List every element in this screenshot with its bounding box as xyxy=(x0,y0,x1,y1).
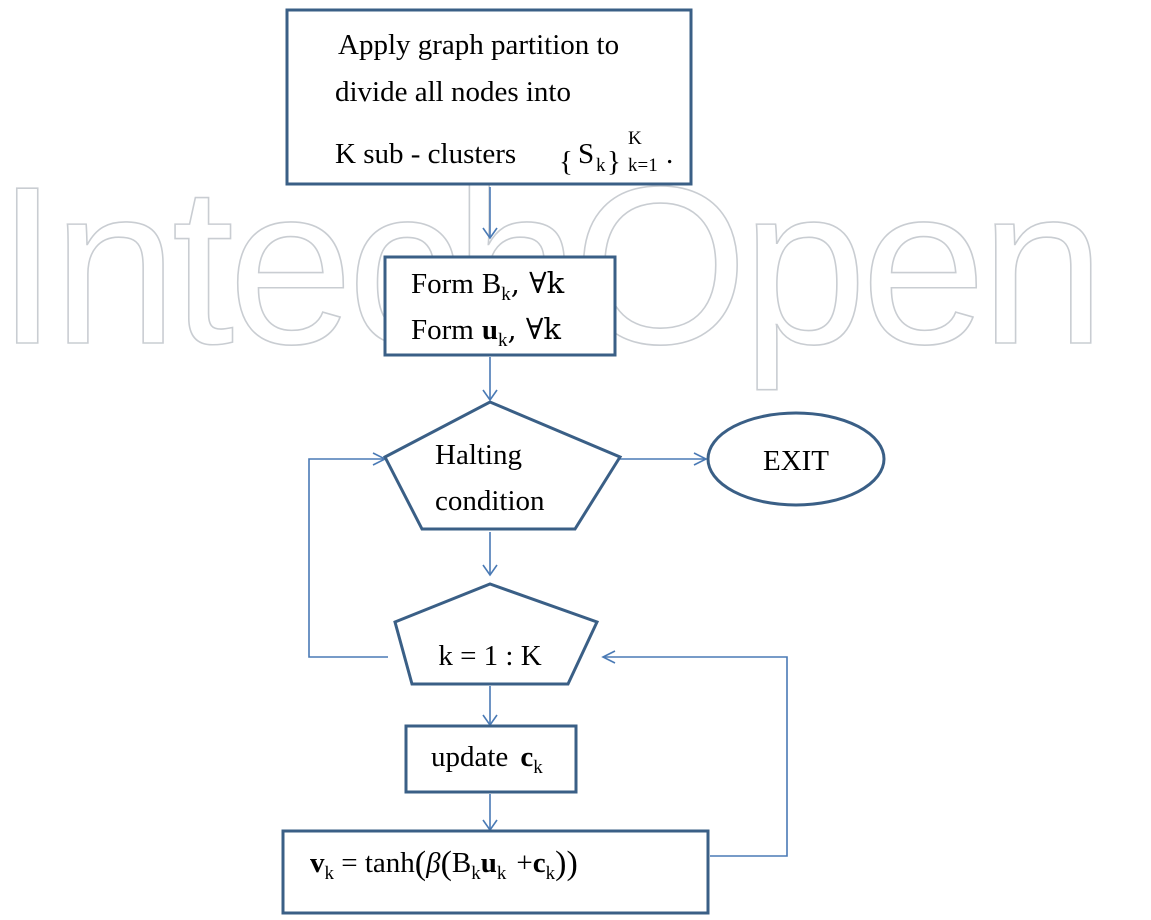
halting-pentagon xyxy=(382,400,623,531)
arrowhead-halting xyxy=(482,389,498,402)
loop-node: k = 1 : K xyxy=(393,582,600,686)
exit-ellipse xyxy=(706,411,886,507)
arrowhead-exit xyxy=(693,452,708,466)
loop-back-arrow xyxy=(308,458,388,658)
partition-prefix: K sub - clusters xyxy=(335,138,516,170)
partition-line2: divide all nodes into xyxy=(335,76,571,108)
arrowhead-feedback xyxy=(601,650,616,664)
exit-label: EXIT xyxy=(763,445,829,477)
update-box xyxy=(404,724,578,794)
feedback-arrow xyxy=(603,656,788,857)
partition-period: . xyxy=(666,138,673,170)
set-K-sup: K xyxy=(628,128,642,149)
partition-box xyxy=(285,8,693,186)
compute-box xyxy=(281,829,710,915)
halting-line1: Halting xyxy=(435,439,522,471)
loop-label: k = 1 : K xyxy=(438,640,541,672)
halting-line2: condition xyxy=(435,485,545,517)
arrowhead-form xyxy=(482,227,498,240)
exit-node: EXIT xyxy=(706,411,886,507)
form-box xyxy=(383,255,617,357)
compute-equation: vk = tanh(β(Bkuk+ck)) xyxy=(310,845,578,884)
partition-node: Apply graph partition to divide all node… xyxy=(285,8,693,186)
arrowhead-loop xyxy=(482,564,498,577)
partition-line3: K sub - clusters xyxy=(335,138,516,170)
partition-line1: Apply graph partition to xyxy=(338,29,619,61)
set-k-eq-1: k=1 xyxy=(628,155,658,176)
loop-pentagon xyxy=(393,582,600,686)
brace-close: } xyxy=(607,146,621,178)
set-S: S xyxy=(578,138,594,170)
compute-node: vk = tanh(β(Bkuk+ck)) xyxy=(281,829,710,915)
brace-open: { xyxy=(559,146,573,178)
set-S-sub: k xyxy=(596,155,606,176)
halting-node: Halting condition xyxy=(382,400,623,531)
